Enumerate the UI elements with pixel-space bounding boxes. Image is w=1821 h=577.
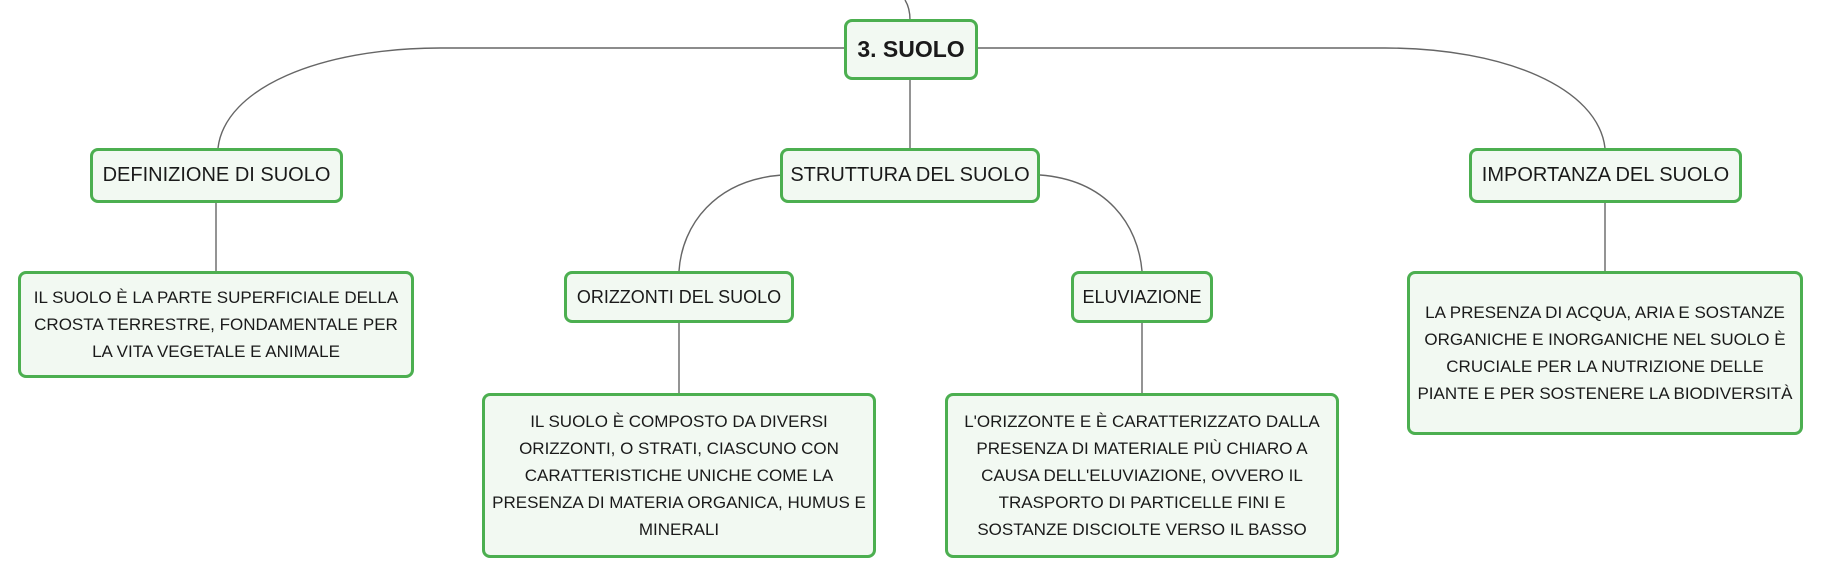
connector-root-to-importanza bbox=[976, 47, 1606, 149]
topic-node-definizione[interactable]: DEFINIZIONE DI SUOLO bbox=[90, 148, 343, 203]
topic-node-label: DEFINIZIONE DI SUOLO bbox=[102, 164, 331, 186]
note-node-eluviazione[interactable]: L'ORIZZONTE E È CARATTERIZZATO DALLA PRE… bbox=[945, 393, 1339, 558]
topic-node-struttura[interactable]: STRUTTURA DEL SUOLO bbox=[780, 148, 1040, 203]
topic-node-label: IMPORTANZA DEL SUOLO bbox=[1481, 164, 1730, 186]
note-node-definizione[interactable]: IL SUOLO È LA PARTE SUPERFICIALE DELLA C… bbox=[18, 271, 414, 378]
connector-struttura-to-eluviazione bbox=[1039, 174, 1143, 272]
subtopic-node-label: ELUVIAZIONE bbox=[1082, 286, 1202, 307]
note-node-text: LA PRESENZA DI ACQUA, ARIA E SOSTANZE OR… bbox=[1417, 303, 1793, 403]
connector-parent-to-root bbox=[904, 0, 911, 21]
note-node-text: IL SUOLO È LA PARTE SUPERFICIALE DELLA C… bbox=[33, 288, 399, 361]
topic-node-label: STRUTTURA DEL SUOLO bbox=[790, 164, 1030, 186]
connector-struttura-to-orizzonti bbox=[678, 174, 783, 272]
root-node[interactable]: 3. SUOLO bbox=[844, 19, 978, 80]
note-node-importanza[interactable]: LA PRESENZA DI ACQUA, ARIA E SOSTANZE OR… bbox=[1407, 271, 1803, 435]
subtopic-node-eluviazione[interactable]: ELUVIAZIONE bbox=[1071, 271, 1213, 323]
root-node-label: 3. SUOLO bbox=[857, 36, 965, 62]
note-node-orizzonti[interactable]: IL SUOLO È COMPOSTO DA DIVERSI ORIZZONTI… bbox=[482, 393, 876, 558]
subtopic-node-orizzonti[interactable]: ORIZZONTI DEL SUOLO bbox=[564, 271, 794, 323]
topic-node-importanza[interactable]: IMPORTANZA DEL SUOLO bbox=[1469, 148, 1742, 203]
subtopic-node-label: ORIZZONTI DEL SUOLO bbox=[576, 286, 782, 307]
note-node-text: L'ORIZZONTE E È CARATTERIZZATO DALLA PRE… bbox=[964, 412, 1320, 539]
connector-root-to-definizione bbox=[217, 47, 846, 149]
note-node-text: IL SUOLO È COMPOSTO DA DIVERSI ORIZZONTI… bbox=[492, 412, 866, 539]
